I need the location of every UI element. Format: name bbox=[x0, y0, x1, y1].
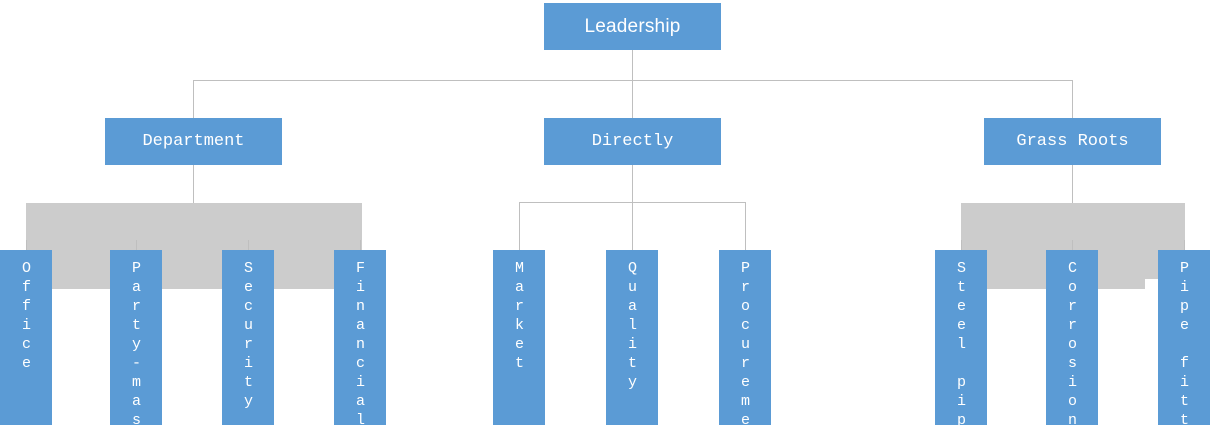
node-market[interactable]: Market bbox=[493, 250, 545, 425]
node-procurement[interactable]: Procurement bbox=[719, 250, 771, 425]
node-financial[interactable]: Financial bbox=[334, 250, 386, 425]
connector-root-bus bbox=[193, 80, 1073, 81]
node-security-label: Security bbox=[240, 260, 257, 412]
node-office-label: Office bbox=[18, 260, 35, 374]
node-corrosion[interactable]: Corrosion bbox=[1046, 250, 1098, 425]
node-directly-label: Directly bbox=[591, 132, 674, 151]
node-security[interactable]: Security bbox=[222, 250, 274, 425]
node-procurement-label: Procurement bbox=[737, 260, 754, 425]
connector-branch-grassroots-drop bbox=[1072, 80, 1073, 118]
connector-leaf-procurement-drop bbox=[745, 202, 746, 250]
connector-leaf-steelpipe-stub bbox=[961, 240, 962, 252]
connector-leaf-pipefittings-stub bbox=[1184, 240, 1185, 252]
node-steel-pipe-label: Steel pipe bbox=[953, 260, 970, 425]
node-pipe-fittings[interactable]: Pipe fittings bbox=[1158, 250, 1210, 425]
connector-grassroots-down bbox=[1072, 165, 1073, 203]
connector-leaf-financial-stub bbox=[360, 240, 361, 252]
connector-directly-down bbox=[632, 165, 633, 202]
connector-leaf-security-stub bbox=[248, 240, 249, 252]
node-grass-roots-label: Grass Roots bbox=[1016, 132, 1129, 151]
node-pipe-fittings-label: Pipe fittings bbox=[1176, 260, 1193, 425]
node-directly[interactable]: Directly bbox=[544, 118, 721, 165]
connector-leaf-corrosion-stub bbox=[1072, 240, 1073, 252]
connector-department-down bbox=[193, 165, 194, 203]
node-financial-label: Financial bbox=[352, 260, 369, 425]
node-leadership[interactable]: Leadership bbox=[544, 3, 721, 50]
connector-leaf-quality-drop bbox=[632, 202, 633, 250]
node-quality[interactable]: Quality bbox=[606, 250, 658, 425]
node-party-mass-label: Party-mass bbox=[128, 260, 145, 425]
node-department-label: Department bbox=[142, 132, 245, 151]
node-grass-roots[interactable]: Grass Roots bbox=[984, 118, 1161, 165]
connector-leaf-partymass-stub bbox=[136, 240, 137, 252]
connector-branch-department-drop bbox=[193, 80, 194, 118]
node-steel-pipe[interactable]: Steel pipe bbox=[935, 250, 987, 425]
node-office[interactable]: Office bbox=[0, 250, 52, 425]
node-quality-label: Quality bbox=[624, 260, 641, 393]
plate-department-group bbox=[26, 203, 362, 289]
node-party-mass[interactable]: Party-mass bbox=[110, 250, 162, 425]
node-leadership-label: Leadership bbox=[584, 15, 681, 37]
node-corrosion-label: Corrosion bbox=[1064, 260, 1081, 425]
node-market-label: Market bbox=[511, 260, 528, 374]
connector-branch-directly-drop bbox=[632, 80, 633, 118]
connector-leaf-market-drop bbox=[519, 202, 520, 250]
connector-leaf-office-stub bbox=[26, 240, 27, 252]
node-department[interactable]: Department bbox=[105, 118, 282, 165]
connector-root-down bbox=[632, 50, 633, 80]
